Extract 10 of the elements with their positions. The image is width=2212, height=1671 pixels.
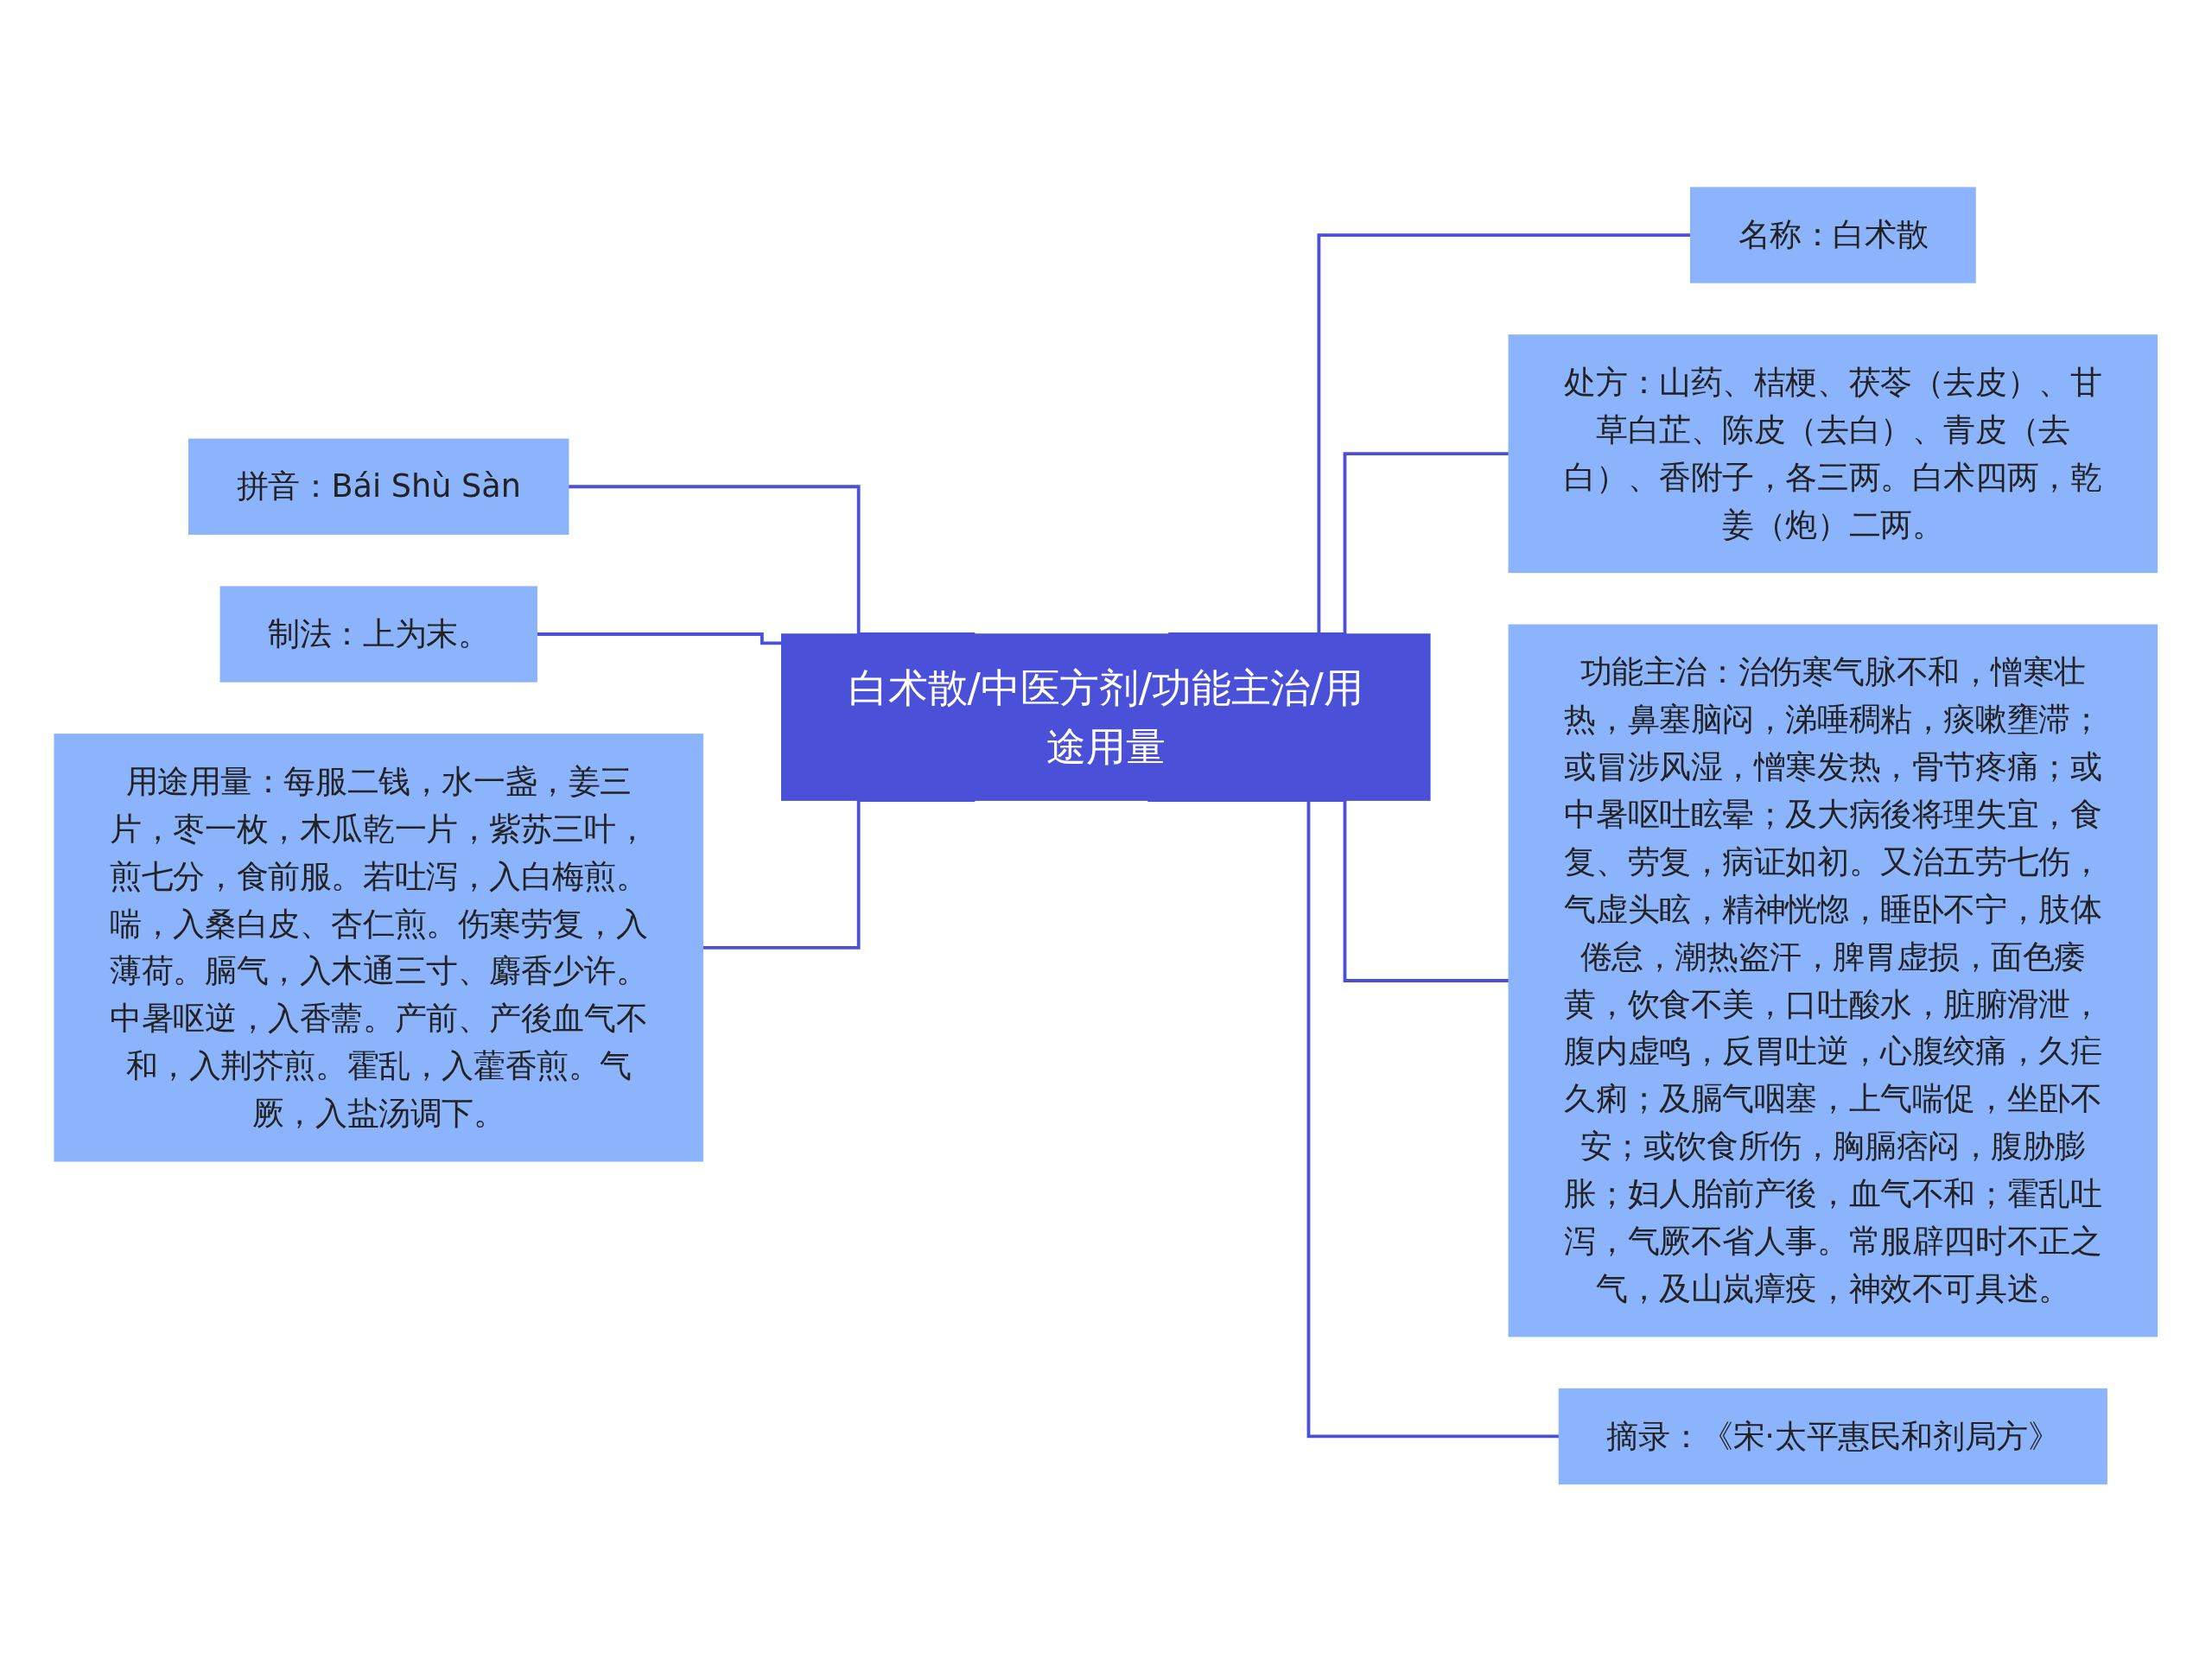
node-box (1508, 334, 2158, 573)
node-box (54, 733, 704, 1162)
node-box (781, 633, 1431, 801)
node-box (188, 438, 569, 535)
node-box (1558, 1388, 2108, 1484)
node-box (1508, 624, 2158, 1337)
node-box (1690, 187, 1976, 283)
connector (537, 632, 782, 645)
node-box (219, 586, 538, 683)
mind-map-drawing: 白术散/中医方剂/功能主治/用途用量 名称：白术散 处方：山药、桔梗、茯苓（去皮）、甘草白芷、陈皮（去白）、青皮（去白）、香附子，各三两。白术四两，乾姜（炮）二两。 功能主治：治伤寒气脉不和，憎寒壮热，鼻塞脑闷，涕唾稠粘，痰嗽壅滞；或冒涉风湿，憎寒发热，骨节疼痛；或中暑呕吐眩晕；及大病後将理失宜，食复、劳复，病证如初。又治五劳七伤，气虚头眩，精神恍惚，睡卧不宁，肢体倦怠，潮热盗汗，脾胃虚损，面色痿黄，饮食不美，口吐酸水，脏腑滑泄，腹内虚鸣，反胃吐逆，心腹绞痛，久疟久痢；及膈气咽塞，上气喘促，坐卧不安；或饮食所伤，胸膈痞闷，腹胁膨胀；妇人胎前产後，血气不和；霍乱吐泻，气厥不省人事。常服辟四时不正之气，及山岚瘴疫，神效不可具述。 摘录：《宋·太平惠民和剂局方》 拼音：Bái Shù Sàn 制法：上为末。 用途用量：每服二钱，水一盏，姜三片，枣一枚，木瓜乾一片，紫苏三叶，煎七分，食前服。若吐泻，入白梅煎。喘，入桑白皮、杏仁煎。伤寒劳复，入薄荷。膈气，入木通三寸、麝香少许。中暑呕逆，入香薷。产前、产後血气不和，入荆芥煎。霍乱，入藿香煎。气厥，入盐汤调下。 (44, 176, 2168, 1495)
